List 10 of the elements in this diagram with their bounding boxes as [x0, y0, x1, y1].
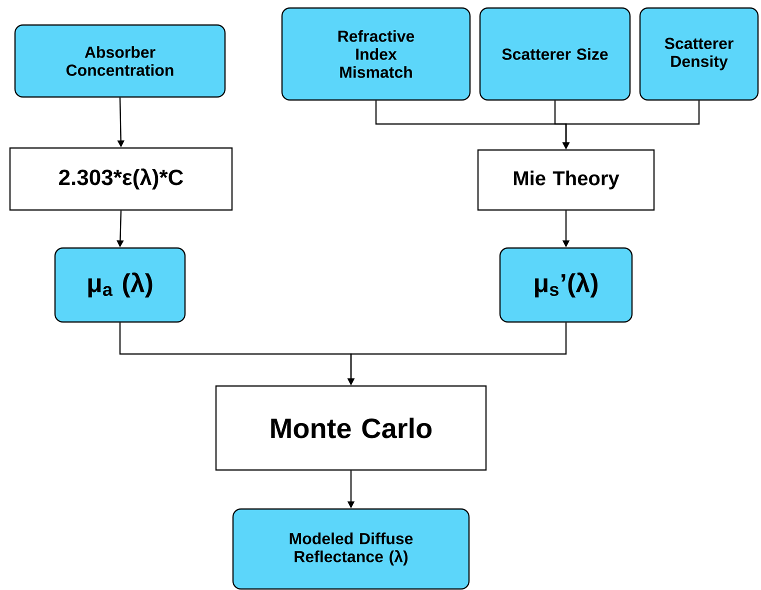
rounded-box: Refractive Index Mismatch	[281, 7, 471, 101]
process-box: 2.303*ε(λ)*C	[9, 147, 233, 211]
rounded-box: Absorber Concentration	[14, 24, 226, 98]
rounded-box: μ$_{s}$’(λ)	[499, 247, 633, 323]
rounded-box: Scatterer Size	[479, 7, 631, 101]
process-box: Monte Carlo	[215, 385, 487, 471]
rounded-box: Modeled Diffuse Reflectance (λ)	[232, 508, 470, 590]
rounded-box: Scatterer Density	[639, 7, 759, 101]
process-box: Mie Theory	[477, 149, 655, 211]
rounded-box: μ$_{a}$ (λ)	[54, 247, 186, 323]
